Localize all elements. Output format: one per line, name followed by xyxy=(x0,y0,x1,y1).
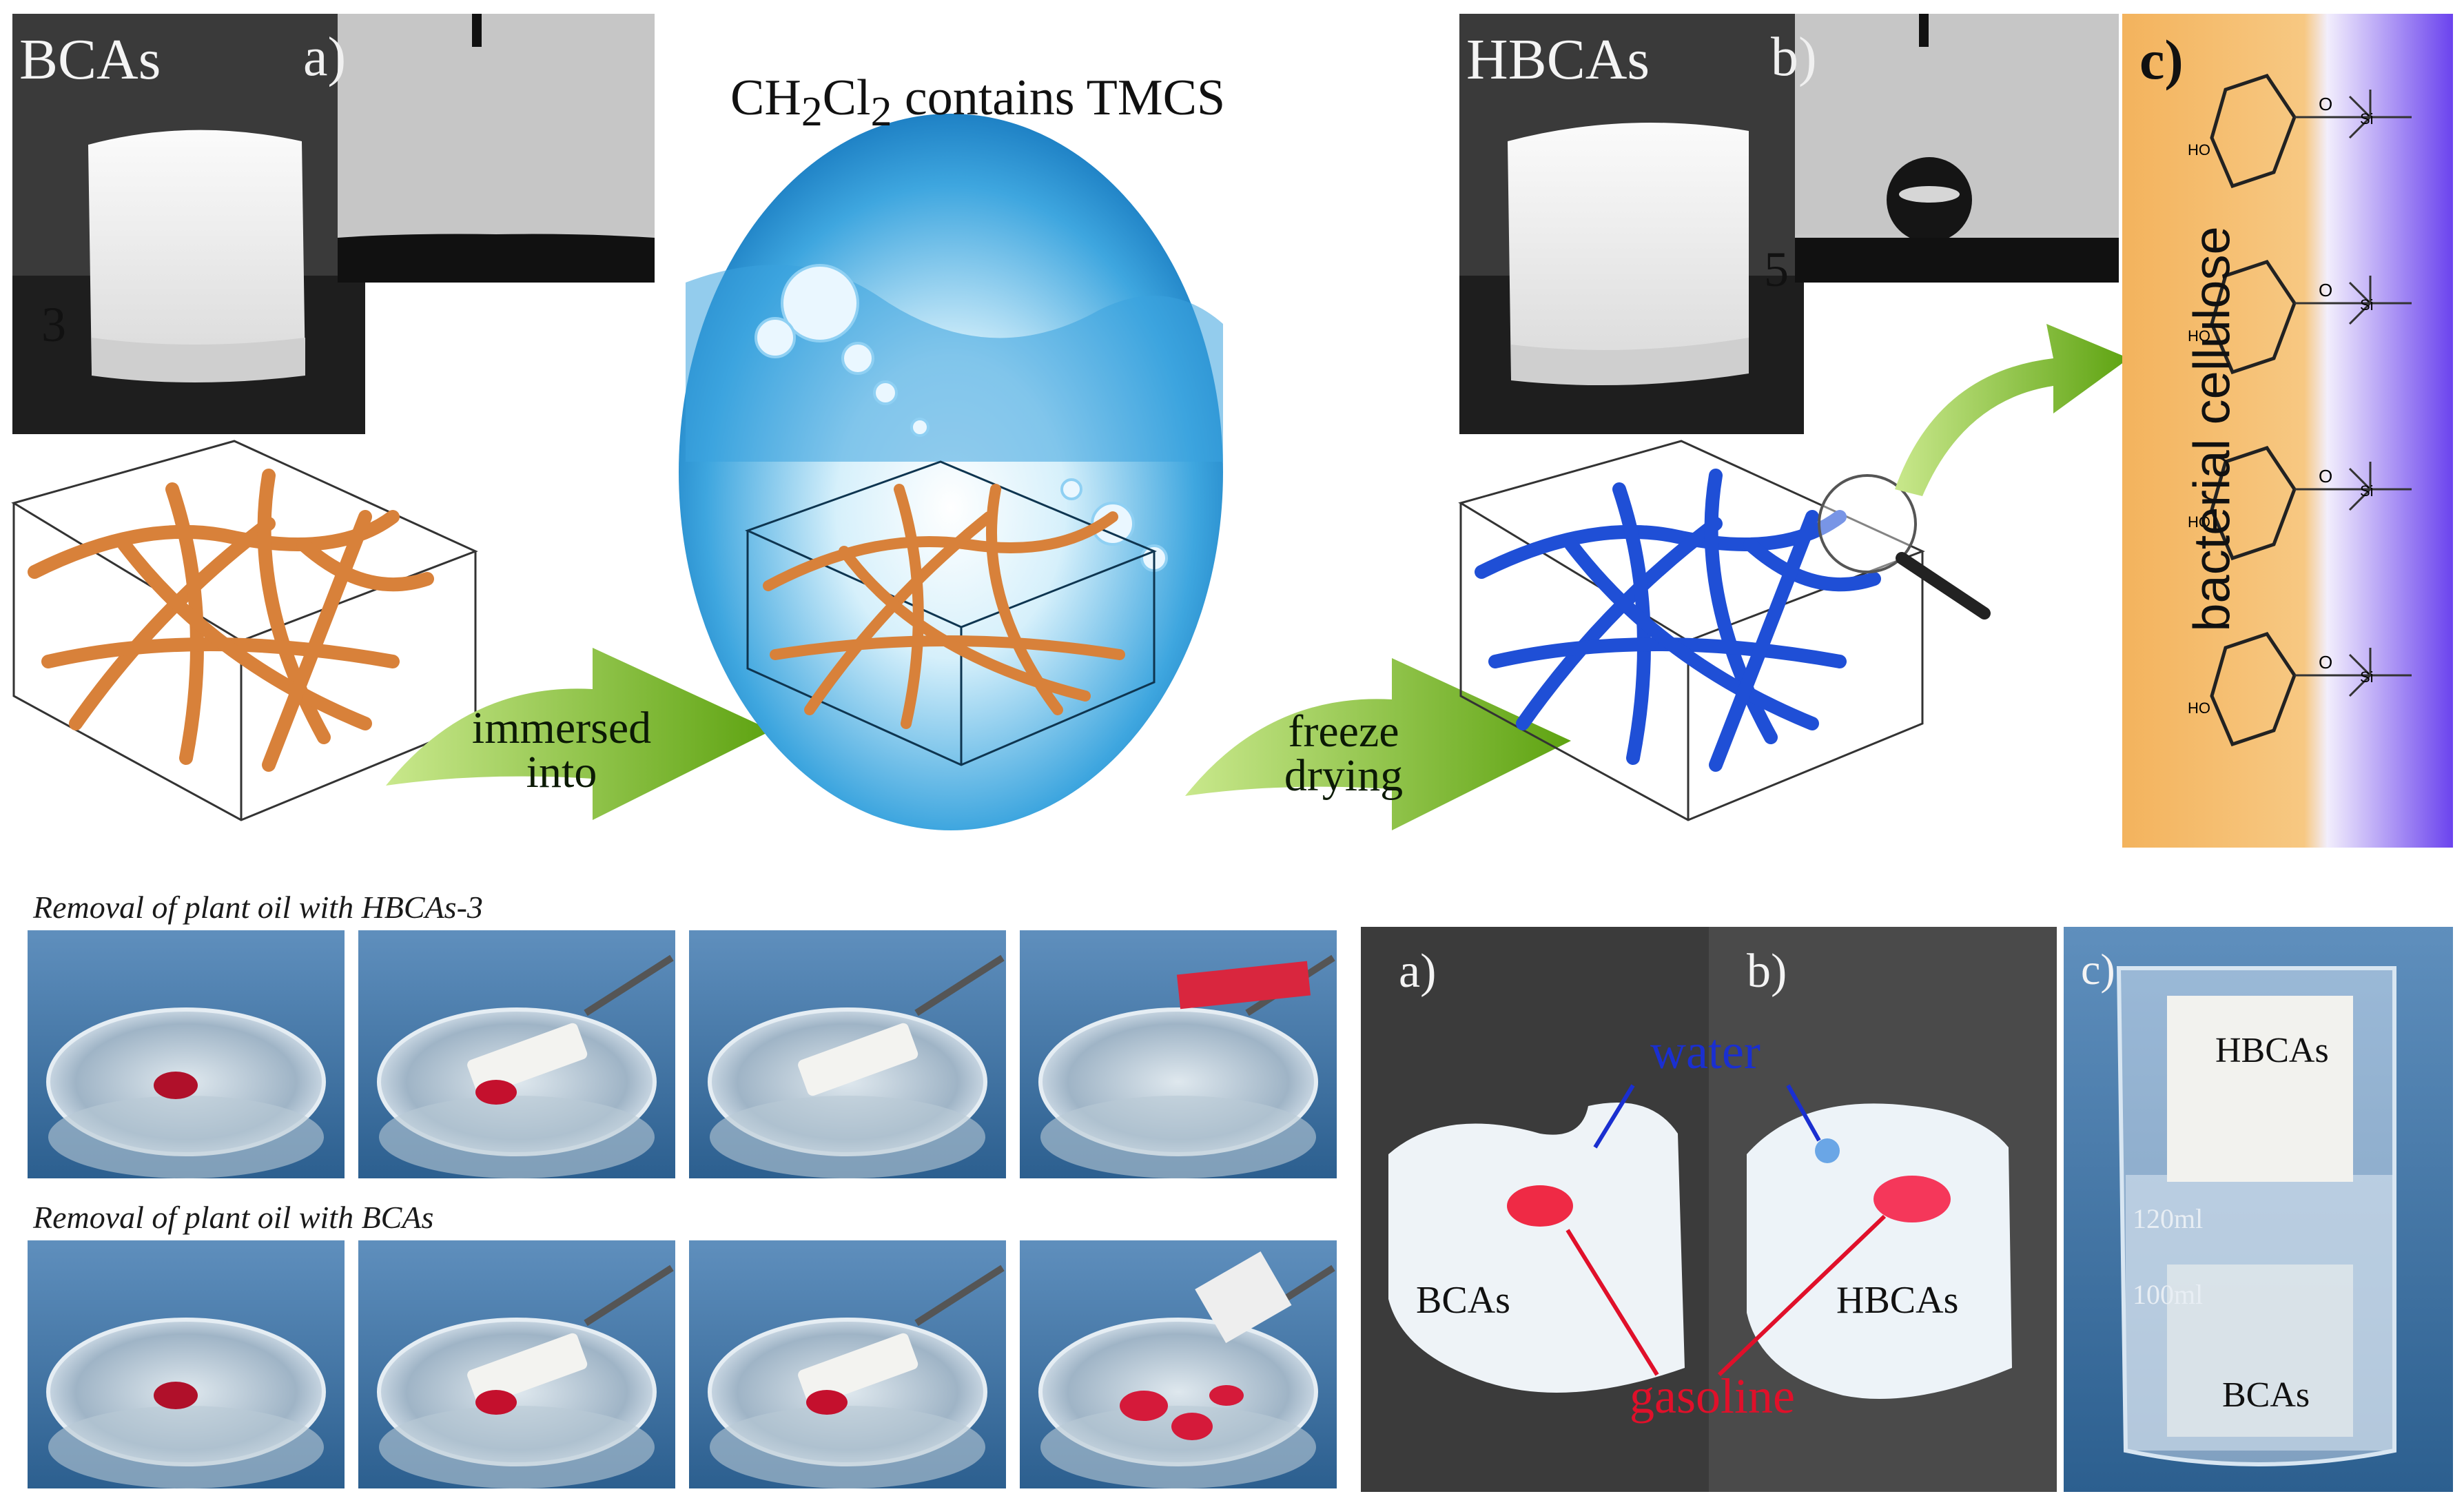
oil-removal-photo xyxy=(1020,1240,1337,1488)
contact-angle-spread-illustration xyxy=(338,14,655,283)
contact-angle-bead-illustration xyxy=(1795,14,2119,283)
bcas-title: BCAs xyxy=(19,28,161,92)
beaker-mark-120: 120ml xyxy=(2133,1203,2204,1234)
bcas-ruler-digit: 3 xyxy=(41,297,66,352)
gasoline-label: gasoline xyxy=(1630,1369,1795,1424)
beaker-photo xyxy=(2064,927,2453,1492)
solution-title: CH2Cl2 contains TMCS xyxy=(730,70,1226,135)
row1-caption: Removal of plant oil with HBCAs-3 xyxy=(33,890,483,925)
cube-a-label: BCAs xyxy=(1416,1279,1510,1322)
hbcas-fiber-network xyxy=(1458,440,1991,821)
svg-text:O: O xyxy=(2319,94,2332,114)
hbcas-contact-angle-inset xyxy=(1795,14,2119,283)
bcas-photo xyxy=(12,14,365,434)
arrow-freeze-label: freeze drying xyxy=(1284,706,1404,801)
svg-text:O: O xyxy=(2319,280,2332,300)
hbcas-panel-label: b) xyxy=(1771,27,1817,88)
svg-text:HO: HO xyxy=(2188,513,2210,531)
bcas-contact-angle-inset xyxy=(338,14,655,283)
oil-removal-photo xyxy=(358,930,675,1178)
bottom-panel-b-label: b) xyxy=(1747,945,1787,998)
beaker-bcas-label: BCAs xyxy=(2222,1375,2310,1415)
structure-panel-label: c) xyxy=(2139,28,2184,91)
oil-removal-photo xyxy=(28,1240,345,1488)
oil-removal-photo xyxy=(28,930,345,1178)
bcas-cube-illustration xyxy=(12,14,365,434)
beaker-hbcas-label: HBCAs xyxy=(2215,1031,2329,1070)
oil-removal-photo xyxy=(1020,930,1337,1178)
bcas-fiber-network xyxy=(11,440,478,821)
beaker-illustration xyxy=(2064,927,2453,1492)
cube-b-label: HBCAs xyxy=(1836,1279,1959,1322)
hbcas-cube-illustration xyxy=(1459,14,1804,434)
hbcas-photo xyxy=(1459,14,1804,434)
svg-text:O: O xyxy=(2319,652,2332,673)
water-label: water xyxy=(1650,1024,1760,1079)
svg-text:O: O xyxy=(2319,466,2332,487)
svg-text:Si: Si xyxy=(2360,668,2374,686)
arrow-immersed xyxy=(386,648,772,820)
arrow-immersed-label: immersed into xyxy=(471,703,652,797)
oil-removal-photo xyxy=(689,1240,1006,1488)
bacterial-cellulose-label: bacterial cellulose xyxy=(2183,226,2241,632)
bottom-panel-c-label: c) xyxy=(2081,945,2115,994)
hbcas-ruler-digit: 5 xyxy=(1764,242,1789,297)
oil-removal-photo xyxy=(689,930,1006,1178)
svg-text:Si: Si xyxy=(2360,296,2374,314)
hbcas-title: HBCAs xyxy=(1466,28,1650,92)
svg-text:HO: HO xyxy=(2188,327,2210,345)
bcas-panel-label: a) xyxy=(303,27,347,88)
svg-text:Si: Si xyxy=(2360,110,2374,127)
row2-caption: Removal of plant oil with BCAs xyxy=(33,1200,434,1235)
svg-text:Si: Si xyxy=(2360,482,2374,500)
svg-text:HO: HO xyxy=(2188,699,2210,717)
zoom-arrow xyxy=(1895,324,2129,496)
bottom-panel-a-label: a) xyxy=(1399,945,1437,998)
arrow-freeze xyxy=(1185,658,1571,830)
beaker-mark-100: 100ml xyxy=(2133,1279,2204,1310)
solution-egg xyxy=(679,114,1223,830)
svg-text:HO: HO xyxy=(2188,141,2210,158)
cube-water-gasoline-photo xyxy=(1361,927,2057,1492)
oil-removal-photo xyxy=(358,1240,675,1488)
cube-pair-illustration xyxy=(1361,927,2057,1492)
